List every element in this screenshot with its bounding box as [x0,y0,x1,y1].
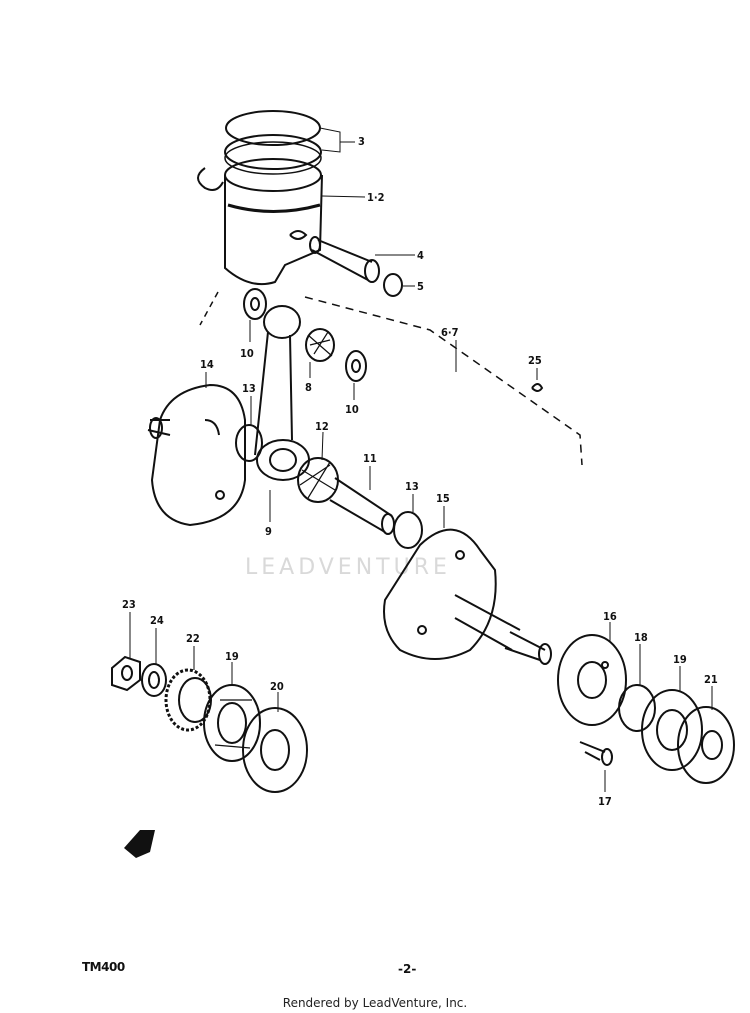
callout-label: 6·7 [441,326,459,339]
callout-label: 19 [673,653,687,666]
crankshaft-left-half [147,383,246,527]
needle-bearing-small [305,328,335,362]
thrust-washer-13-right [393,511,423,549]
callout-label: 25 [528,354,542,367]
piston-rings [224,110,322,175]
circlip-right [383,273,403,297]
callout-label: 16 [603,610,617,623]
rendered-by-credit: Rendered by LeadVenture, Inc. [282,996,468,1010]
crankshaft-right-half [383,528,552,665]
piston [224,158,323,286]
callout-label: 1·2 [367,191,385,204]
callout-label: 18 [634,631,648,644]
thrust-washer-right [345,350,367,382]
model-code: TM400 [82,960,125,974]
callout-label: 5 [417,280,424,293]
spacer-ring [618,684,656,732]
oil-seal-left [242,707,308,793]
woodruff-key [531,383,544,392]
thrust-washer-upper [243,288,267,320]
watermark-text: LEADVENTURE [245,555,451,580]
circlip-left [197,167,224,191]
callout-label: 20 [270,680,284,693]
callout-label: 17 [598,795,612,808]
callout-label: 22 [186,632,200,645]
callout-label: 3 [358,135,365,148]
thrust-washer-13-left [235,424,263,462]
lock-washer [141,663,167,697]
front-arrow-icon [124,830,155,858]
crank-pin [329,477,395,535]
callout-label: 10 [240,347,254,360]
callout-label: 13 [242,382,256,395]
oil-seal-right [677,706,735,784]
callout-label: 24 [150,614,164,627]
callout-label: 9 [265,525,272,538]
callout-label: 23 [122,598,136,611]
callout-labels: 3 1·2 4 5 6·7 25 10 8 10 14 13 12 11 9 1… [122,135,718,808]
screw [579,741,613,766]
callout-label: 13 [405,480,419,493]
needle-bearing-big [297,457,339,503]
callout-label: 21 [704,673,718,686]
bearing-retainer-plate [557,634,627,726]
callout-label: 11 [363,452,377,465]
callout-label: 15 [436,492,450,505]
leader-lines [129,127,713,792]
callout-label: 19 [225,650,239,663]
nut [111,655,141,692]
crank-bearing-right [641,689,703,771]
callout-label: 12 [315,420,329,433]
callout-label: 10 [345,403,359,416]
piston-pin [309,236,380,283]
page-number: -2- [398,962,417,976]
callout-label: 14 [200,358,214,371]
callout-label: 4 [417,249,424,262]
callout-label: 8 [305,381,312,394]
connecting-rod [254,305,310,481]
